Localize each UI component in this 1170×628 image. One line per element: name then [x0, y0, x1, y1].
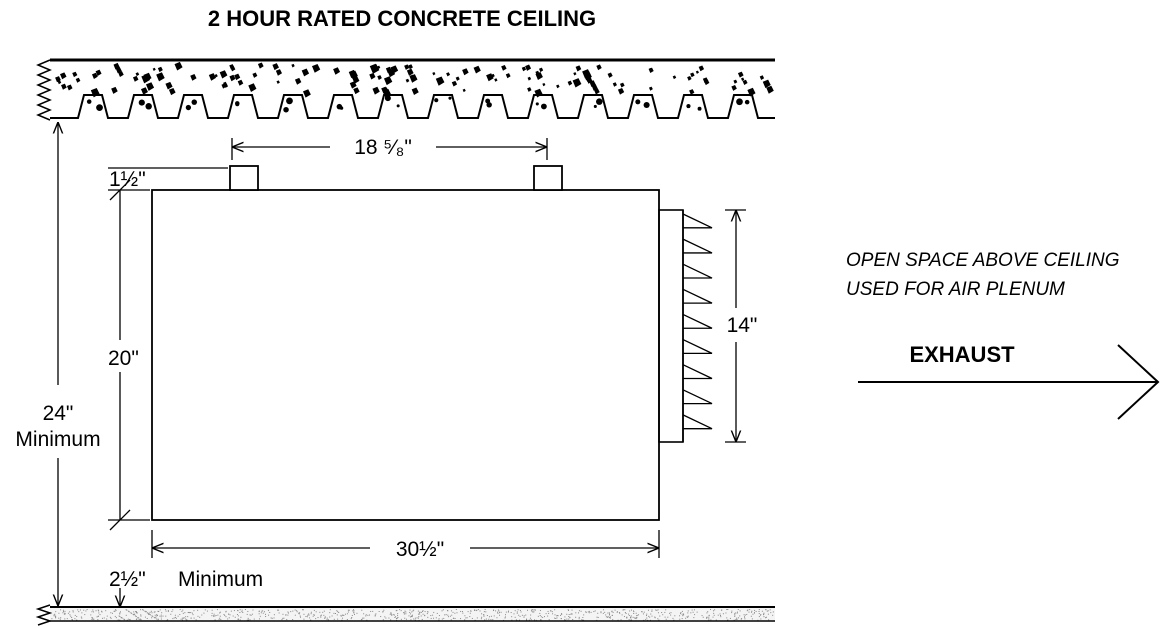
exhaust-arrow [858, 344, 1160, 420]
floor-texture [50, 609, 774, 621]
plenum-note-line-2: USED FOR AIR PLENUM [846, 279, 1065, 300]
dim-unit-height: 20" [108, 179, 150, 531]
concrete-ceiling [36, 58, 775, 121]
plenum-note-line-1: OPEN SPACE ABOVE CEILING [846, 250, 1119, 271]
exhaust-grille [658, 209, 713, 443]
unit-body [151, 189, 660, 521]
dim-total-clearance-note: Minimum [15, 428, 100, 451]
dim-support-spacing: 18 ⁵⁄₈" [231, 136, 548, 160]
dim-unit-width-label: 30½" [396, 538, 444, 561]
dim-total-clearance-value: 24" [43, 402, 74, 425]
right-support-bracket [533, 165, 563, 191]
dim-floor-clearance: 2½" Minimum [109, 568, 263, 607]
dim-floor-clearance-note: Minimum [178, 568, 263, 591]
dim-grille-height: 14" [725, 209, 758, 443]
dim-unit-width: 30½" [151, 530, 660, 561]
ceiling-deck-profile [50, 94, 775, 119]
diagram-title: 2 HOUR RATED CONCRETE CEILING [208, 6, 596, 31]
floor-break-line [35, 604, 53, 626]
dim-support-spacing-label: 18 ⁵⁄₈" [354, 136, 412, 159]
dim-grille-height-label: 14" [727, 314, 758, 337]
floor-slab [35, 604, 775, 626]
ceiling-break-line [36, 59, 52, 121]
dim-support-height-label: 1½" [109, 168, 146, 191]
concrete-aggregate [55, 61, 774, 113]
left-support-bracket [229, 165, 259, 191]
dim-total-clearance: 24" Minimum [15, 122, 101, 606]
dim-floor-clearance-label: 2½" [109, 568, 146, 591]
dim-unit-height-label: 20" [108, 347, 139, 370]
grille-louvers [682, 213, 713, 430]
exhaust-label: EXHAUST [909, 342, 1015, 367]
dim-support-height: 1½" [108, 167, 228, 191]
